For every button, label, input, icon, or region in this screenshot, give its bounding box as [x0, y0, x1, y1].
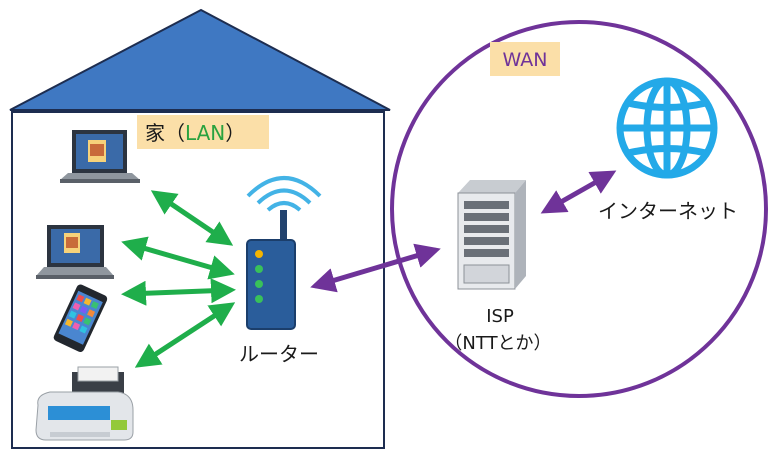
lan-title-prefix: 家（ — [145, 121, 185, 145]
isp-label-line2: （NTTとか） — [444, 333, 551, 354]
lan-link-tablet-laptop — [121, 236, 235, 280]
wan-link-isp-internet — [540, 170, 617, 214]
server-icon: ISP （NTTとか） — [444, 180, 552, 354]
laptop-icon — [60, 130, 140, 183]
isp-label-line1: ISP — [486, 306, 514, 327]
lan-link-laptop — [150, 190, 234, 246]
wifi-wave-small-icon — [266, 201, 302, 212]
internet-label: インターネット — [598, 199, 738, 223]
lan-title-text: 家（LAN） — [145, 121, 245, 145]
wan-label: WAN — [503, 49, 548, 71]
lan-links — [121, 190, 236, 368]
tablet-laptop-icon — [36, 225, 114, 279]
printer-icon — [35, 366, 134, 441]
lan-title-suffix: ） — [225, 121, 245, 145]
smartphone-icon — [53, 284, 108, 352]
wifi-wave-medium-icon — [256, 188, 312, 205]
globe-icon — [616, 77, 718, 179]
lan-link-printer — [134, 302, 236, 368]
lan-title-lan: LAN — [185, 121, 225, 145]
wan-link-router-isp — [310, 243, 441, 293]
wan-circle — [390, 20, 768, 398]
wan-label-background — [490, 42, 560, 76]
router-label: ルーター — [239, 342, 319, 366]
lan-link-smartphone — [121, 278, 236, 306]
lan-title: 家（LAN） — [137, 115, 269, 149]
router-icon: ルーター — [239, 176, 322, 366]
lan-title-background — [137, 115, 269, 149]
house-roof — [9, 8, 391, 111]
wan-area: WAN — [390, 20, 768, 398]
